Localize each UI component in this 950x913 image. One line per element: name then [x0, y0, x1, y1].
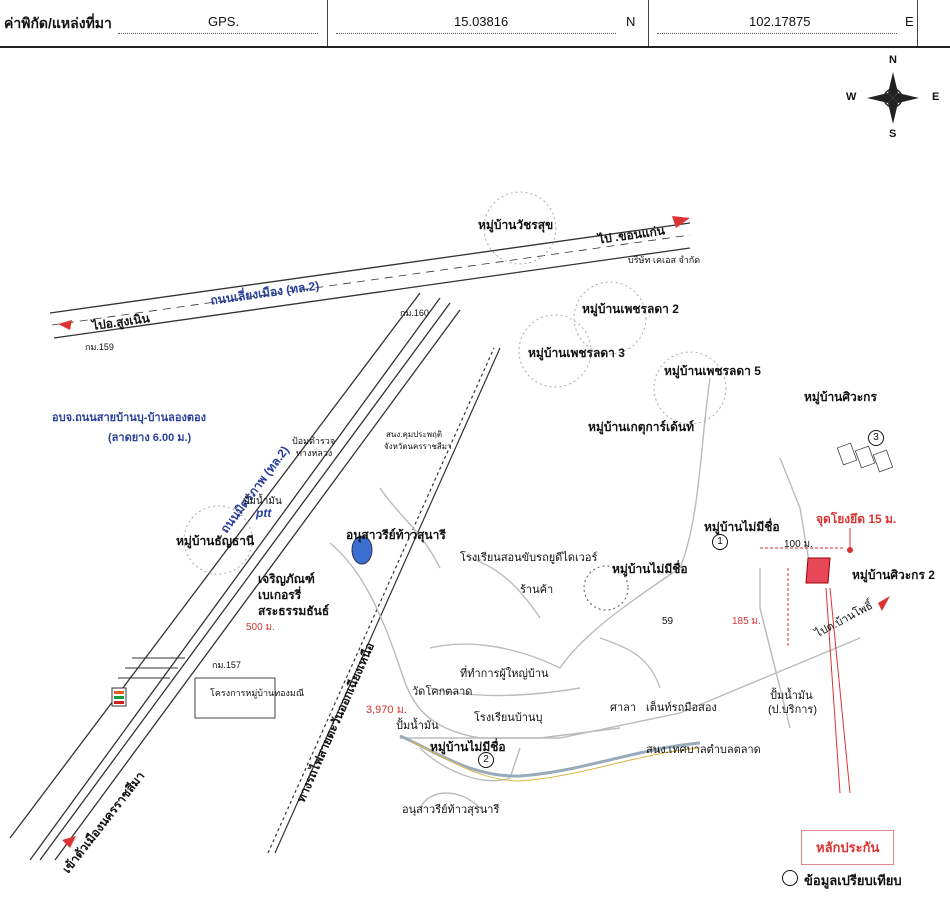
- marker-1: 1: [712, 534, 728, 550]
- no-name-village-1-label: หมู่บ้านไม่มีชื่อ: [704, 520, 780, 534]
- thanya-label: หมู่บ้านธัญธานี: [176, 534, 255, 548]
- police-label: ป้อมตำรวจ: [292, 436, 336, 446]
- village-circles: [183, 191, 727, 611]
- arrow-to-khonkaen: [672, 216, 690, 228]
- compass-east: E: [932, 91, 940, 103]
- compass-south: S: [889, 128, 897, 140]
- bakery-label-1: เจริญภัณฑ์: [258, 572, 315, 586]
- gas-station-2-label: ปั้มน้ำมัน: [770, 690, 813, 702]
- used-car-label: เต็นท์รถมือสอง: [646, 702, 717, 714]
- coord-cell-lat: 15.03816 N: [328, 0, 649, 46]
- distance-185-label: 185 ม.: [732, 616, 761, 627]
- km157-label: กม.157: [212, 660, 241, 670]
- monument-label: อนุสาวรีย์ท้าวสุนารี: [346, 528, 446, 542]
- arrow-to-nakhon: [62, 836, 76, 848]
- monument2-label: อนุสาวรีย์ท้าวสุรนารี: [402, 804, 500, 816]
- bakery-label-2: เบเกอรรี่: [258, 588, 302, 602]
- distance-59-label: 59: [662, 616, 674, 627]
- local-roads: [329, 377, 861, 809]
- office-label-1: สนง.คุมประพฤติ: [386, 430, 443, 439]
- km159-label: กม.159: [85, 342, 114, 352]
- distance-100-label: 100 ม.: [784, 539, 813, 550]
- comparison-legend-label: ข้อมูลเปรียบเทียบ: [804, 873, 902, 888]
- wat-label: วัดโคกตลาด: [412, 686, 473, 698]
- police-label-2: ทางหลวง: [296, 448, 333, 458]
- phetlada3-label: หมู่บ้านเพชรลดา 3: [528, 346, 625, 360]
- seven-eleven-icon: [111, 687, 127, 707]
- watcharasuk-label: หมู่บ้านวัชรสุข: [478, 218, 554, 232]
- project-label: โครงการหมู่บ้านทองมณี: [210, 688, 305, 698]
- coord-cell-source: ค่าพิกัด/แหล่งที่มา GPS.: [0, 0, 328, 46]
- driving-school-label: โรงเรียนสอนขับรถยูดีไดเวอร์: [460, 552, 598, 564]
- marker-3: 3: [868, 430, 884, 446]
- arrow-to-ban-pho: [878, 596, 890, 611]
- railway: [267, 347, 501, 854]
- marker-2: 2: [478, 752, 494, 768]
- pond: [351, 535, 373, 565]
- siwakorn2-label: หมู่บ้านศิวะกร 2: [852, 568, 935, 582]
- arrow-to-sungnoen: [58, 320, 72, 330]
- rural-road-sublabel: (ลาดยาง 6.00 ม.): [108, 432, 192, 444]
- tie-point-label: จุดโยงยึด 15 ม.: [816, 512, 897, 526]
- coord-source: GPS.: [208, 14, 240, 29]
- shop-label: ร้านค้า: [520, 584, 554, 596]
- phetlada5-label: หมู่บ้านเพชรลดา 5: [664, 364, 761, 378]
- gas-station-3-label: ปั้มน้ำมัน: [396, 720, 439, 732]
- km160-label: กม.160: [400, 308, 429, 318]
- siwakorn-label: หมู่บ้านศิวะกร: [804, 390, 877, 404]
- compass-north: N: [889, 54, 897, 66]
- collateral-legend: หลักประกัน: [801, 830, 895, 865]
- collateral-plot: [805, 557, 831, 584]
- ptt-logo-label: ptt: [256, 506, 272, 520]
- coordinate-header: ค่าพิกัด/แหล่งที่มา GPS. 15.03816 N 102.…: [0, 0, 950, 48]
- distance-500-label: 500 ม.: [246, 622, 275, 633]
- kdn-label: บริษัท เคเอส จำกัด: [628, 255, 701, 265]
- compass-rose: [867, 72, 919, 124]
- municipal-office-label: สนง.เทศบาลตำบลตลาด: [646, 744, 761, 756]
- ptt-station-label: ปั้มน้ำมัน: [243, 496, 282, 507]
- phetlada2-label: หมู่บ้านเพชรลดา 2: [582, 302, 679, 316]
- pond-label: สระธรรมธันธ์: [258, 604, 330, 618]
- distance-3970-label: 3,970 ม.: [366, 704, 407, 716]
- coord-cell-lon: 102.17875 E: [649, 0, 918, 46]
- coord-lon: 102.17875: [749, 14, 811, 29]
- siwakorn-plots: [836, 442, 894, 473]
- gas-station-2-sublabel: (ป.บริการ): [768, 704, 818, 716]
- headman-office-label: ที่ทำการผู้ใหญ่บ้าน: [460, 668, 549, 680]
- sala-label: ศาลา: [610, 702, 637, 714]
- kasettara-label: หมู่บ้านเกตุการ์เด้นท์: [588, 420, 694, 434]
- coord-label: ค่าพิกัด/แหล่งที่มา: [4, 15, 112, 31]
- coord-lat: 15.03816: [454, 14, 509, 29]
- rural-road-label: อบจ.ถนนสายบ้านบุ-บ้านลองตอง: [52, 412, 206, 424]
- no-name-village-2-label: หมู่บ้านไม่มีชื่อ: [430, 740, 506, 754]
- bypass-road: [49, 222, 691, 339]
- location-map: N S E W ถนนเลี่ยงเมือง (ทล.2) ถนนมิตรภาพ…: [0, 48, 950, 913]
- map-graphics: [9, 72, 919, 861]
- tongmanee-project: [194, 677, 276, 719]
- office-label-2: จังหวัดนครราชสีมา: [384, 442, 452, 451]
- coord-lon-dir: E: [905, 14, 914, 29]
- comparison-legend-icon: [782, 870, 798, 886]
- school-label: โรงเรียนบ้านบุ: [474, 712, 543, 724]
- mitraphap-road: [9, 292, 461, 861]
- no-name-village-center-label: หมู่บ้านไม่มีชื่อ: [612, 562, 688, 576]
- compass-west: W: [846, 91, 857, 103]
- coord-lat-dir: N: [626, 14, 636, 29]
